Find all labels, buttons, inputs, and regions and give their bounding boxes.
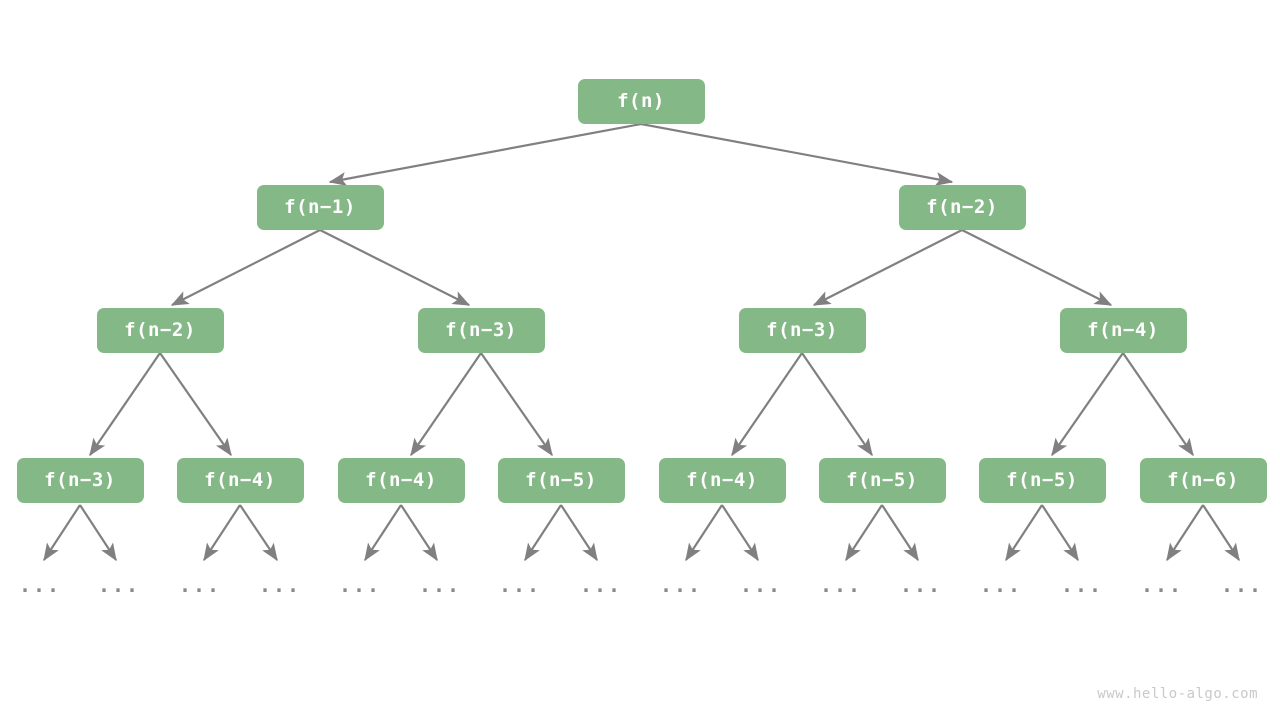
ellipsis-marker: ... xyxy=(899,573,943,597)
tree-edge xyxy=(328,122,642,186)
tree-node-level-3-2: f(n−4) xyxy=(337,457,465,503)
tree-edge xyxy=(400,504,438,562)
tree-node-level-3-4: f(n−4) xyxy=(658,457,786,503)
ellipsis-marker: ... xyxy=(338,573,382,597)
ellipsis-marker: ... xyxy=(739,573,783,597)
tree-edge xyxy=(410,352,482,457)
tree-edge xyxy=(319,229,471,306)
tree-node-level-3-1: f(n−4) xyxy=(176,457,304,503)
tree-edge xyxy=(845,504,883,562)
ellipsis-marker: ... xyxy=(1140,573,1184,597)
tree-edge xyxy=(1041,504,1079,562)
tree-edge xyxy=(524,504,562,562)
tree-node-level-1-1: f(n−2) xyxy=(898,184,1026,230)
ellipsis-marker: ... xyxy=(659,573,703,597)
tree-edge xyxy=(801,352,873,457)
tree-edge xyxy=(881,504,919,562)
ellipsis-marker: ... xyxy=(579,573,623,597)
tree-edge xyxy=(239,504,278,562)
tree-node-level-2-3: f(n−4) xyxy=(1059,307,1187,353)
tree-edges xyxy=(43,122,1240,562)
tree-edge xyxy=(640,122,954,186)
tree-node-level-3-0: f(n−3) xyxy=(16,457,144,503)
tree-node-level-3-6: f(n−5) xyxy=(978,457,1106,503)
tree-edge xyxy=(170,229,321,306)
tree-edge xyxy=(685,504,723,562)
watermark: www.hello-algo.com xyxy=(1097,686,1258,702)
tree-edge xyxy=(89,352,161,457)
tree-edge xyxy=(812,229,963,306)
tree-node-level-2-0: f(n−2) xyxy=(96,307,224,353)
ellipsis-marker: ... xyxy=(97,573,141,597)
tree-node-level-0-0: f(n) xyxy=(577,78,705,124)
tree-edge xyxy=(43,504,81,562)
tree-edge xyxy=(560,504,598,562)
tree-edge xyxy=(1051,352,1124,457)
tree-edge xyxy=(159,352,232,457)
tree-edge xyxy=(1122,352,1194,457)
ellipsis-marker: ... xyxy=(819,573,863,597)
tree-edge xyxy=(79,504,117,562)
tree-node-level-2-2: f(n−3) xyxy=(738,307,866,353)
tree-edge xyxy=(480,352,553,457)
ellipsis-marker: ... xyxy=(1220,573,1264,597)
tree-edge xyxy=(961,229,1113,306)
ellipsis-marker: ... xyxy=(418,573,462,597)
tree-edge xyxy=(203,504,241,562)
ellipsis-marker: ... xyxy=(1060,573,1104,597)
tree-node-level-3-5: f(n−5) xyxy=(818,457,946,503)
tree-edge xyxy=(1005,504,1043,562)
tree-node-level-3-3: f(n−5) xyxy=(497,457,625,503)
ellipsis-marker: ... xyxy=(178,573,222,597)
tree-node-level-1-0: f(n−1) xyxy=(256,184,384,230)
tree-edge xyxy=(721,504,759,562)
ellipsis-marker: ... xyxy=(498,573,542,597)
ellipsis-marker: ... xyxy=(258,573,302,597)
tree-node-level-2-1: f(n−3) xyxy=(417,307,545,353)
tree-edge xyxy=(731,352,803,457)
tree-edge xyxy=(1166,504,1204,562)
ellipsis-marker: ... xyxy=(979,573,1023,597)
ellipsis-marker: ... xyxy=(18,573,62,597)
tree-edge xyxy=(364,504,402,562)
tree-node-level-3-7: f(n−6) xyxy=(1139,457,1267,503)
tree-edge xyxy=(1202,504,1240,562)
